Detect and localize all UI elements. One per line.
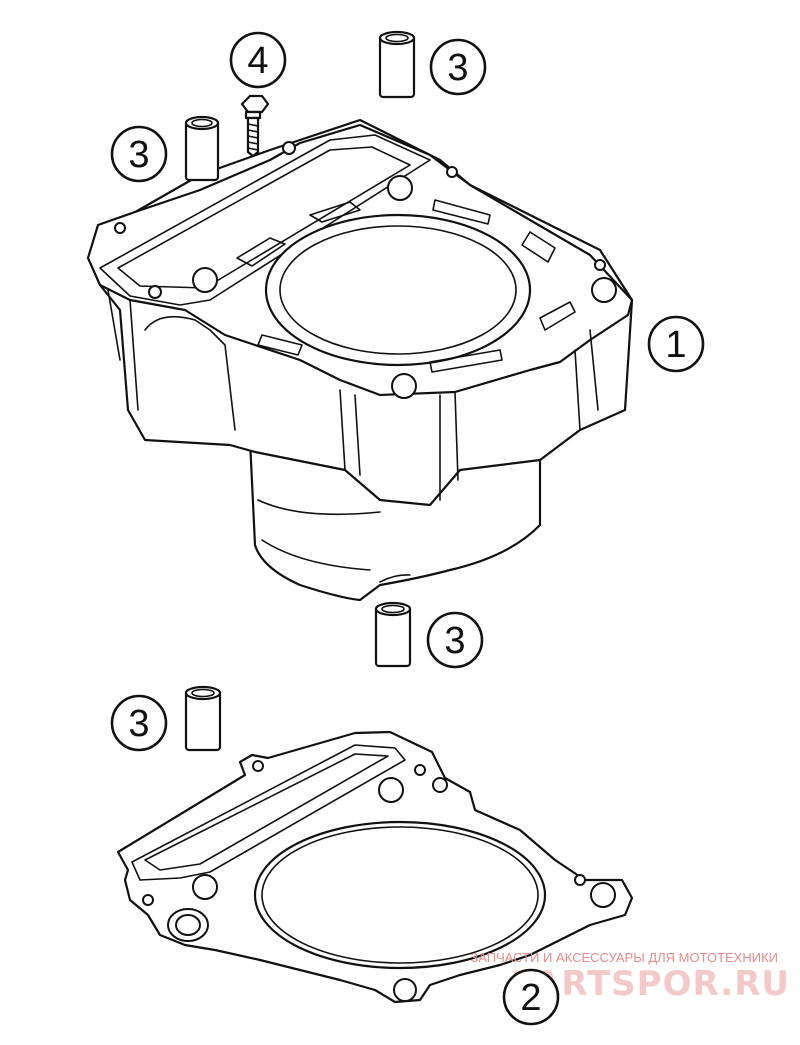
- callout-1-label: 1: [665, 324, 686, 366]
- callout-3-label: 3: [128, 134, 149, 176]
- callout-4: 4: [229, 31, 287, 89]
- cylinder-part: [86, 118, 634, 602]
- callout-2: 2: [502, 968, 560, 1026]
- callout-1: 1: [647, 315, 705, 373]
- dowel-sleeve-part: [378, 30, 416, 99]
- callout-4-label: 4: [247, 40, 268, 82]
- dowel-sleeve-part: [184, 115, 220, 182]
- callout-2-label: 2: [520, 977, 541, 1019]
- dowel-sleeve-part: [374, 601, 412, 668]
- bolt-part: [240, 94, 270, 158]
- callout-3-label: 3: [128, 703, 149, 745]
- base-gasket-part: [116, 730, 634, 1004]
- callout-3-label: 3: [444, 620, 465, 662]
- watermark-tagline: ЗАПЧАСТИ И АКСЕССУАРЫ ДЛЯ МОТОТЕХНИКИ: [470, 950, 778, 965]
- callout-3: 3: [429, 38, 487, 96]
- callout-3-label: 3: [447, 47, 468, 89]
- callout-3: 3: [110, 694, 168, 752]
- callout-3: 3: [426, 611, 484, 669]
- callout-3: 3: [110, 125, 168, 183]
- dowel-sleeve-part: [184, 685, 222, 752]
